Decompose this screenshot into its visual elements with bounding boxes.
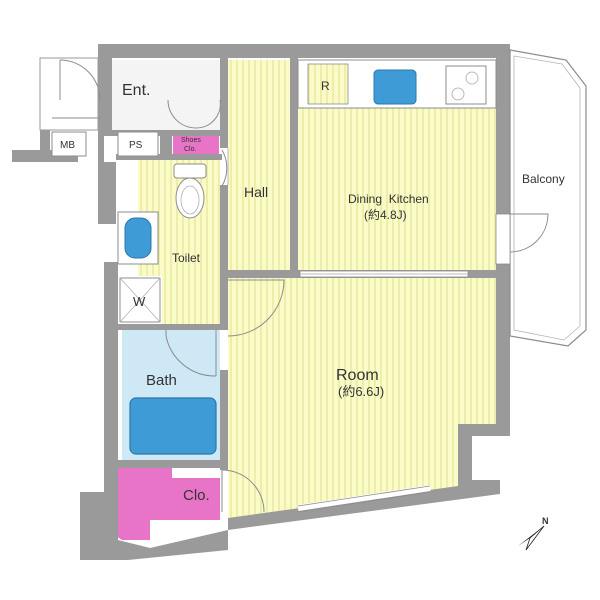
ps-box bbox=[117, 131, 159, 157]
burner-2-icon bbox=[451, 87, 465, 101]
label-toilet: Toilet bbox=[172, 251, 201, 265]
wall-left-mid bbox=[98, 162, 116, 224]
label-mb: MB bbox=[60, 140, 75, 151]
wall-ps-divider bbox=[160, 132, 172, 156]
sink bbox=[373, 69, 417, 105]
wall-toilet-top bbox=[116, 154, 222, 160]
wall-toilet-right bbox=[220, 185, 228, 330]
label-room-size: (約6.6J) bbox=[338, 384, 384, 399]
wash-basin bbox=[124, 217, 152, 259]
label-ps: PS bbox=[129, 140, 143, 151]
compass-icon: N bbox=[518, 516, 549, 551]
label-hall: Hall bbox=[244, 184, 268, 200]
label-room: Room bbox=[336, 367, 379, 384]
wall-left-top bbox=[12, 44, 112, 162]
burner-1-icon bbox=[465, 71, 479, 85]
wall-bottom-left bbox=[80, 492, 228, 560]
room-floor bbox=[228, 278, 496, 522]
label-dining-kitchen-size: (約4.8J) bbox=[364, 207, 407, 222]
balcony-outline bbox=[509, 49, 587, 347]
toilet-tank bbox=[173, 163, 207, 179]
stove bbox=[445, 65, 487, 105]
mb-box bbox=[51, 131, 87, 157]
label-shoes-clo: Clo. bbox=[184, 146, 197, 153]
label-dining-kitchen: Dining Kitchen bbox=[348, 192, 429, 206]
label-bath: Bath bbox=[146, 372, 177, 389]
closet-fill bbox=[116, 468, 220, 540]
compass-north-label: N bbox=[542, 516, 549, 526]
label-refrigerator: R bbox=[321, 79, 330, 93]
bathtub bbox=[129, 397, 217, 455]
wall-left-lower bbox=[104, 262, 118, 492]
entrance-floor bbox=[105, 60, 220, 130]
label-shoes: Shoes bbox=[181, 137, 201, 144]
wall-hall-left bbox=[220, 58, 228, 148]
wall-top bbox=[98, 44, 510, 58]
refrigerator-space bbox=[307, 63, 349, 105]
wall-closet-top bbox=[116, 460, 222, 468]
wall-bath-right bbox=[220, 370, 228, 470]
hall-floor bbox=[228, 60, 290, 272]
label-balcony: Balcony bbox=[522, 172, 565, 186]
wall-right-upper bbox=[496, 44, 510, 214]
label-washer: W bbox=[133, 294, 146, 309]
wall-hall-dining bbox=[290, 58, 298, 270]
toilet-bowl bbox=[175, 177, 205, 219]
wall-bath-top bbox=[116, 324, 220, 330]
label-entrance: Ent. bbox=[122, 82, 150, 99]
label-closet: Clo. bbox=[183, 487, 210, 504]
